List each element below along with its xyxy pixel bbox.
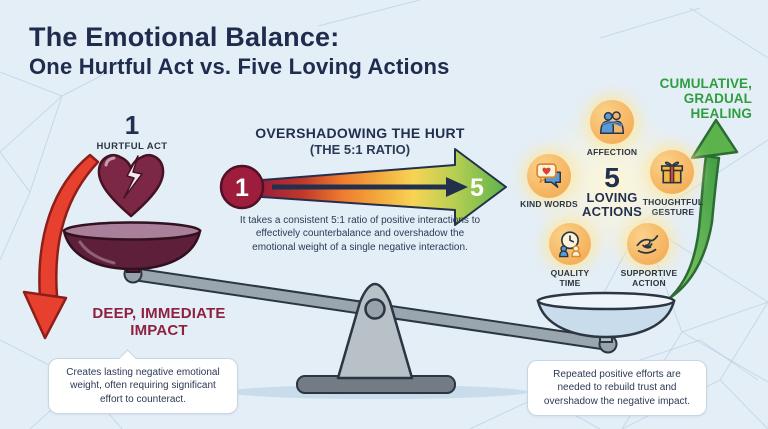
ratio-subheading: (THE 5:1 RATIO) [309, 142, 411, 157]
loving-count: 5 [604, 162, 620, 193]
healing-heading: CUMULATIVE, GRADUAL HEALING [659, 76, 752, 122]
ratio-start-value: 1 [235, 174, 249, 202]
gift-icon [660, 161, 684, 184]
affection-circle [590, 100, 634, 144]
quality-time-circle [549, 223, 591, 265]
hurtful-label: HURTFUL ACT [96, 141, 168, 152]
supportive-action-circle [627, 223, 669, 265]
impact-down-arrow-icon [22, 153, 100, 340]
healing-up-arrow-icon [648, 118, 739, 314]
broken-heart-icon [97, 153, 165, 218]
affection-label: AFFECTION [586, 147, 638, 157]
ratio-gradient-arrow: 1 5 [219, 148, 507, 226]
impact-heading: DEEP, IMMEDIATE IMPACT [92, 305, 226, 339]
kind-words-circle [527, 154, 571, 198]
thoughtful-gesture-circle [650, 150, 694, 194]
supportive-action-label: SUPPORTIVE ACTION [620, 268, 678, 289]
speech-bubbles-heart-icon [536, 163, 561, 188]
clock-people-icon [559, 231, 581, 258]
love-pan [536, 291, 676, 343]
thoughtful-gesture-label: THOUGHTFUL GESTURE [642, 197, 704, 218]
hug-icon [599, 111, 625, 134]
quality-time-label: QUALITY TIME [550, 268, 590, 289]
ratio-heading: OVERSHADOWING THE HURT [255, 125, 465, 141]
hurtful-note-box: Creates lasting negative emotional weigh… [48, 349, 238, 414]
hurtful-note-text: Creates lasting negative emotional weigh… [66, 367, 220, 405]
kind-words-label: KIND WORDS [520, 199, 578, 209]
title-line-1: The Emotional Balance: [29, 22, 340, 52]
loving-note-box: Repeated positive efforts are needed to … [527, 360, 707, 416]
loving-label: LOVING ACTIONS [582, 190, 642, 220]
hurtful-count: 1 [124, 110, 140, 140]
scale-fulcrum [296, 282, 456, 394]
helping-hands-icon [636, 235, 659, 254]
loving-note-text: Repeated positive efforts are needed to … [543, 369, 691, 407]
title-line-2: One Hurtful Act vs. Five Loving Actions [29, 54, 450, 79]
hurt-pan [62, 221, 202, 273]
ratio-description: It takes a consistent 5:1 ratio of posit… [239, 215, 481, 253]
ratio-end-value: 5 [470, 174, 484, 202]
